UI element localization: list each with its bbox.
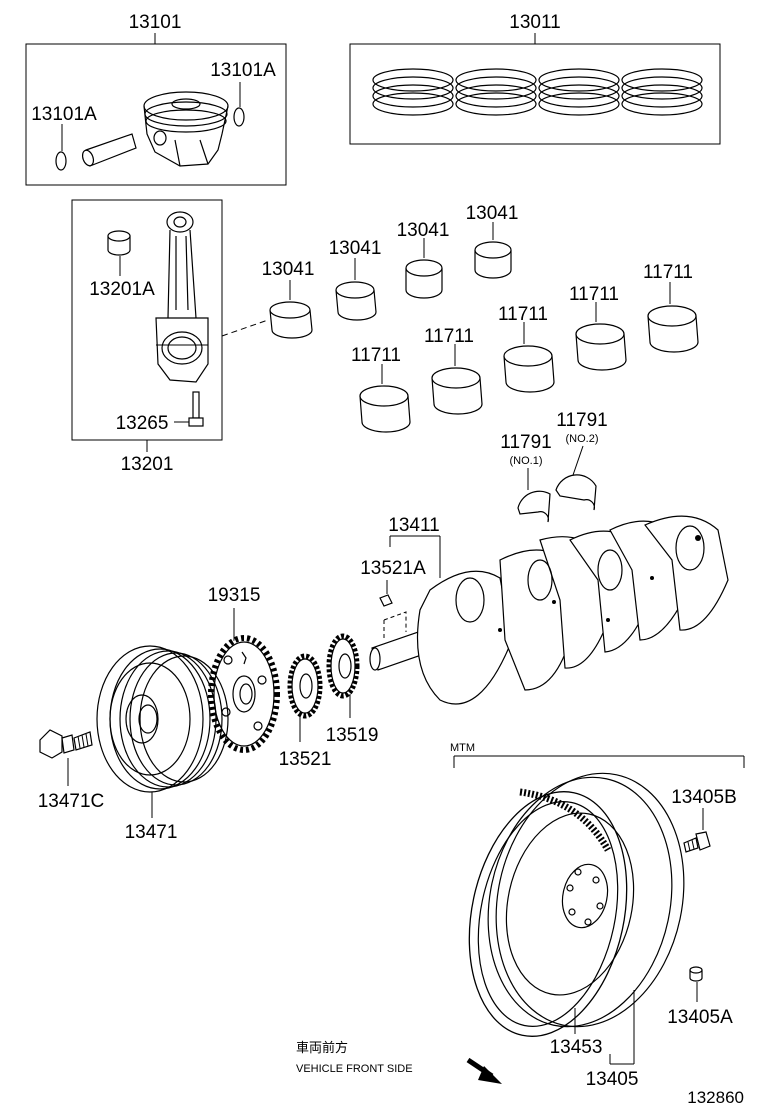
label-main-bearing-4: 11711 bbox=[569, 284, 619, 305]
label-pulley-bolt: 13471C bbox=[38, 791, 105, 812]
flywheel-pin bbox=[689, 966, 703, 982]
rod-bearing-leader bbox=[221, 319, 269, 337]
label-piston: 13101 bbox=[129, 12, 182, 33]
label-crank-gear: 13521 bbox=[279, 749, 332, 770]
rod-bearing-3 bbox=[405, 259, 443, 299]
label-thrust-washer-1-note: (NO.1) bbox=[510, 455, 543, 467]
rod-bearing-4 bbox=[474, 241, 512, 279]
label-main-bearing-2: 11711 bbox=[424, 326, 474, 347]
main-bearing-2 bbox=[431, 367, 483, 415]
main-bearings: 11711 11711 11711 11711 11711 bbox=[351, 262, 699, 433]
conn-rod bbox=[155, 211, 209, 383]
label-crank-pulley: 13471 bbox=[125, 822, 178, 843]
rod-bearing-1 bbox=[269, 301, 313, 339]
label-balancer-gear: 13519 bbox=[326, 725, 379, 746]
snap-ring-left bbox=[55, 151, 67, 171]
label-thrust-washer-2-note: (NO.2) bbox=[566, 433, 599, 445]
label-main-bearing-1: 11711 bbox=[351, 345, 401, 366]
label-crank-key: 13521A bbox=[360, 558, 426, 579]
crank-pulley: 13471 bbox=[96, 645, 229, 843]
ring-stack-1 bbox=[372, 68, 454, 116]
piston bbox=[143, 91, 229, 167]
label-conn-rod-bolt: 13265 bbox=[116, 413, 169, 434]
flywheel-bolt bbox=[683, 831, 711, 853]
vehicle-front-direction: 車両前方 VEHICLE FRONT SIDE bbox=[296, 1040, 502, 1084]
label-conn-rod-bushing: 13201A bbox=[89, 279, 155, 300]
ring-stack-2 bbox=[455, 68, 537, 116]
label-direction-jp: 車両前方 bbox=[296, 1040, 348, 1056]
connecting-rod-group: 13201 13201A 13265 bbox=[71, 199, 223, 475]
piston-pin bbox=[81, 133, 137, 167]
front-direction-arrow-icon bbox=[466, 1057, 502, 1084]
piston-group: 13101 13101A 13101A bbox=[25, 12, 287, 186]
label-thrust-washer-2: 11791 bbox=[556, 410, 607, 431]
piston-ring-set: 13011 bbox=[349, 12, 721, 145]
thrust-washers: 11791 (NO.1) 11791 (NO.2) bbox=[500, 410, 608, 523]
main-bearing-4 bbox=[575, 323, 627, 371]
balancer-gear: 13519 bbox=[326, 633, 379, 746]
label-flywheel-bolt: 13405B bbox=[671, 787, 737, 808]
main-bearing-3 bbox=[503, 345, 555, 393]
rod-bearing-2 bbox=[335, 281, 377, 321]
label-flywheel: 13405 bbox=[586, 1069, 639, 1090]
crank-gear: 13521 bbox=[279, 653, 332, 770]
label-snap-ring-left: 13101A bbox=[31, 104, 97, 125]
crank-key: 13521A bbox=[360, 558, 426, 640]
label-conn-rod: 13201 bbox=[121, 454, 174, 475]
ring-stack-4 bbox=[621, 68, 703, 116]
label-mtm: MTM bbox=[450, 742, 475, 754]
label-rod-bearing-3: 13041 bbox=[397, 220, 450, 241]
crankshaft: 13411 bbox=[369, 515, 729, 705]
label-piston-ring-set: 13011 bbox=[509, 12, 560, 33]
diagram-number: 132860 bbox=[687, 1088, 744, 1107]
rod-bearings: 13041 13041 13041 13041 bbox=[262, 203, 519, 339]
conn-rod-bolt bbox=[188, 391, 204, 427]
label-main-bearing-3: 11711 bbox=[498, 304, 548, 325]
main-bearing-1 bbox=[359, 385, 411, 433]
label-rod-bearing-4: 13041 bbox=[466, 203, 519, 224]
label-direction-en: VEHICLE FRONT SIDE bbox=[296, 1063, 413, 1075]
label-thrust-washer-1: 11791 bbox=[500, 432, 551, 453]
label-rod-bearing-2: 13041 bbox=[329, 238, 382, 259]
main-bearing-5 bbox=[647, 305, 699, 353]
label-rod-bearing-1: 13041 bbox=[262, 259, 315, 280]
label-ring-gear: 13453 bbox=[550, 1037, 603, 1058]
ring-gear bbox=[468, 788, 628, 1037]
conn-rod-bushing bbox=[107, 230, 131, 256]
label-snap-ring-right: 13101A bbox=[210, 60, 276, 81]
pulley-bolt: 13471C bbox=[38, 729, 105, 812]
thrust-washer-2 bbox=[555, 474, 597, 511]
snap-ring-right bbox=[233, 107, 245, 127]
piston-group-box bbox=[25, 43, 287, 186]
label-crankshaft: 13411 bbox=[388, 515, 439, 536]
ring-stack-3 bbox=[538, 68, 620, 116]
flywheel bbox=[487, 772, 685, 1028]
flywheel-group: MTM 13453 13405 bbox=[450, 742, 745, 1090]
label-crank-sprocket: 19315 bbox=[208, 585, 261, 606]
thrust-washer-1 bbox=[517, 490, 551, 523]
crank-sprocket: 19315 bbox=[208, 585, 280, 753]
label-flywheel-pin: 13405A bbox=[667, 1007, 733, 1028]
label-main-bearing-5: 11711 bbox=[643, 262, 693, 283]
